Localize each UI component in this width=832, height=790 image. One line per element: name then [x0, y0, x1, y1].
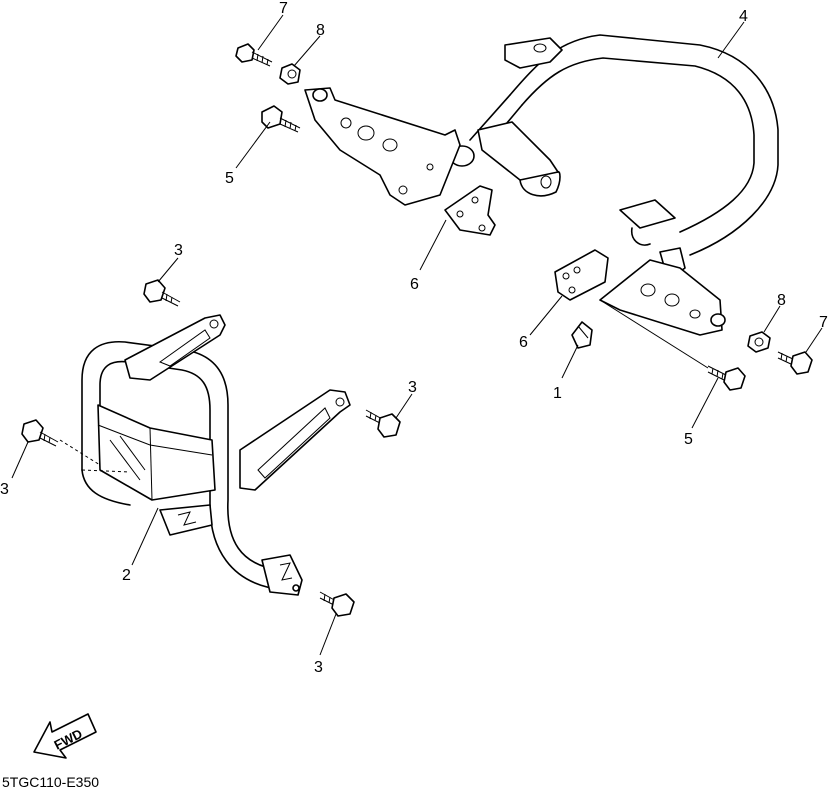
left-stay-bracket: [304, 87, 461, 206]
clip-1: [571, 321, 593, 349]
callout-8-upper: 8: [316, 22, 325, 39]
callout-6-upper: 6: [410, 276, 419, 293]
callout-2: 2: [122, 567, 131, 584]
fwd-arrow-icon: FWD: [33, 713, 97, 759]
bolt-3-lower: [319, 591, 355, 617]
callout-3-upper: 3: [174, 242, 183, 259]
collar-8-lower: [747, 331, 771, 353]
callout-1: 1: [553, 385, 562, 402]
callout-4: 4: [739, 8, 748, 25]
bolt-3-left: [21, 419, 59, 447]
callout-3-lower: 3: [314, 659, 323, 676]
plate-6-lower: [554, 249, 609, 301]
callout-8-lower: 8: [777, 292, 786, 309]
bolt-3-upper: [143, 279, 181, 307]
bolt-5-upper: [261, 105, 301, 133]
rear-grab-bar: [449, 34, 779, 281]
callout-3-right: 3: [408, 379, 417, 396]
callout-5-upper: 5: [225, 170, 234, 187]
plate-6-upper: [444, 185, 496, 236]
callout-6-lower: 6: [519, 334, 528, 351]
callout-7-upper: 7: [279, 0, 288, 17]
callout-5-lower: 5: [684, 431, 693, 448]
front-guard: [59, 314, 351, 596]
bolt-7-lower: [777, 351, 813, 375]
right-stay-bracket: [599, 259, 726, 336]
bolt-3-right: [365, 409, 401, 438]
callout-3-left: 3: [0, 481, 9, 498]
callout-7-lower: 7: [819, 314, 828, 331]
collar-8-upper: [279, 63, 301, 85]
bolt-7-upper: [235, 43, 273, 67]
bolt-5-lower: [707, 365, 746, 391]
diagram-code: 5TGC110-E350: [2, 774, 99, 790]
